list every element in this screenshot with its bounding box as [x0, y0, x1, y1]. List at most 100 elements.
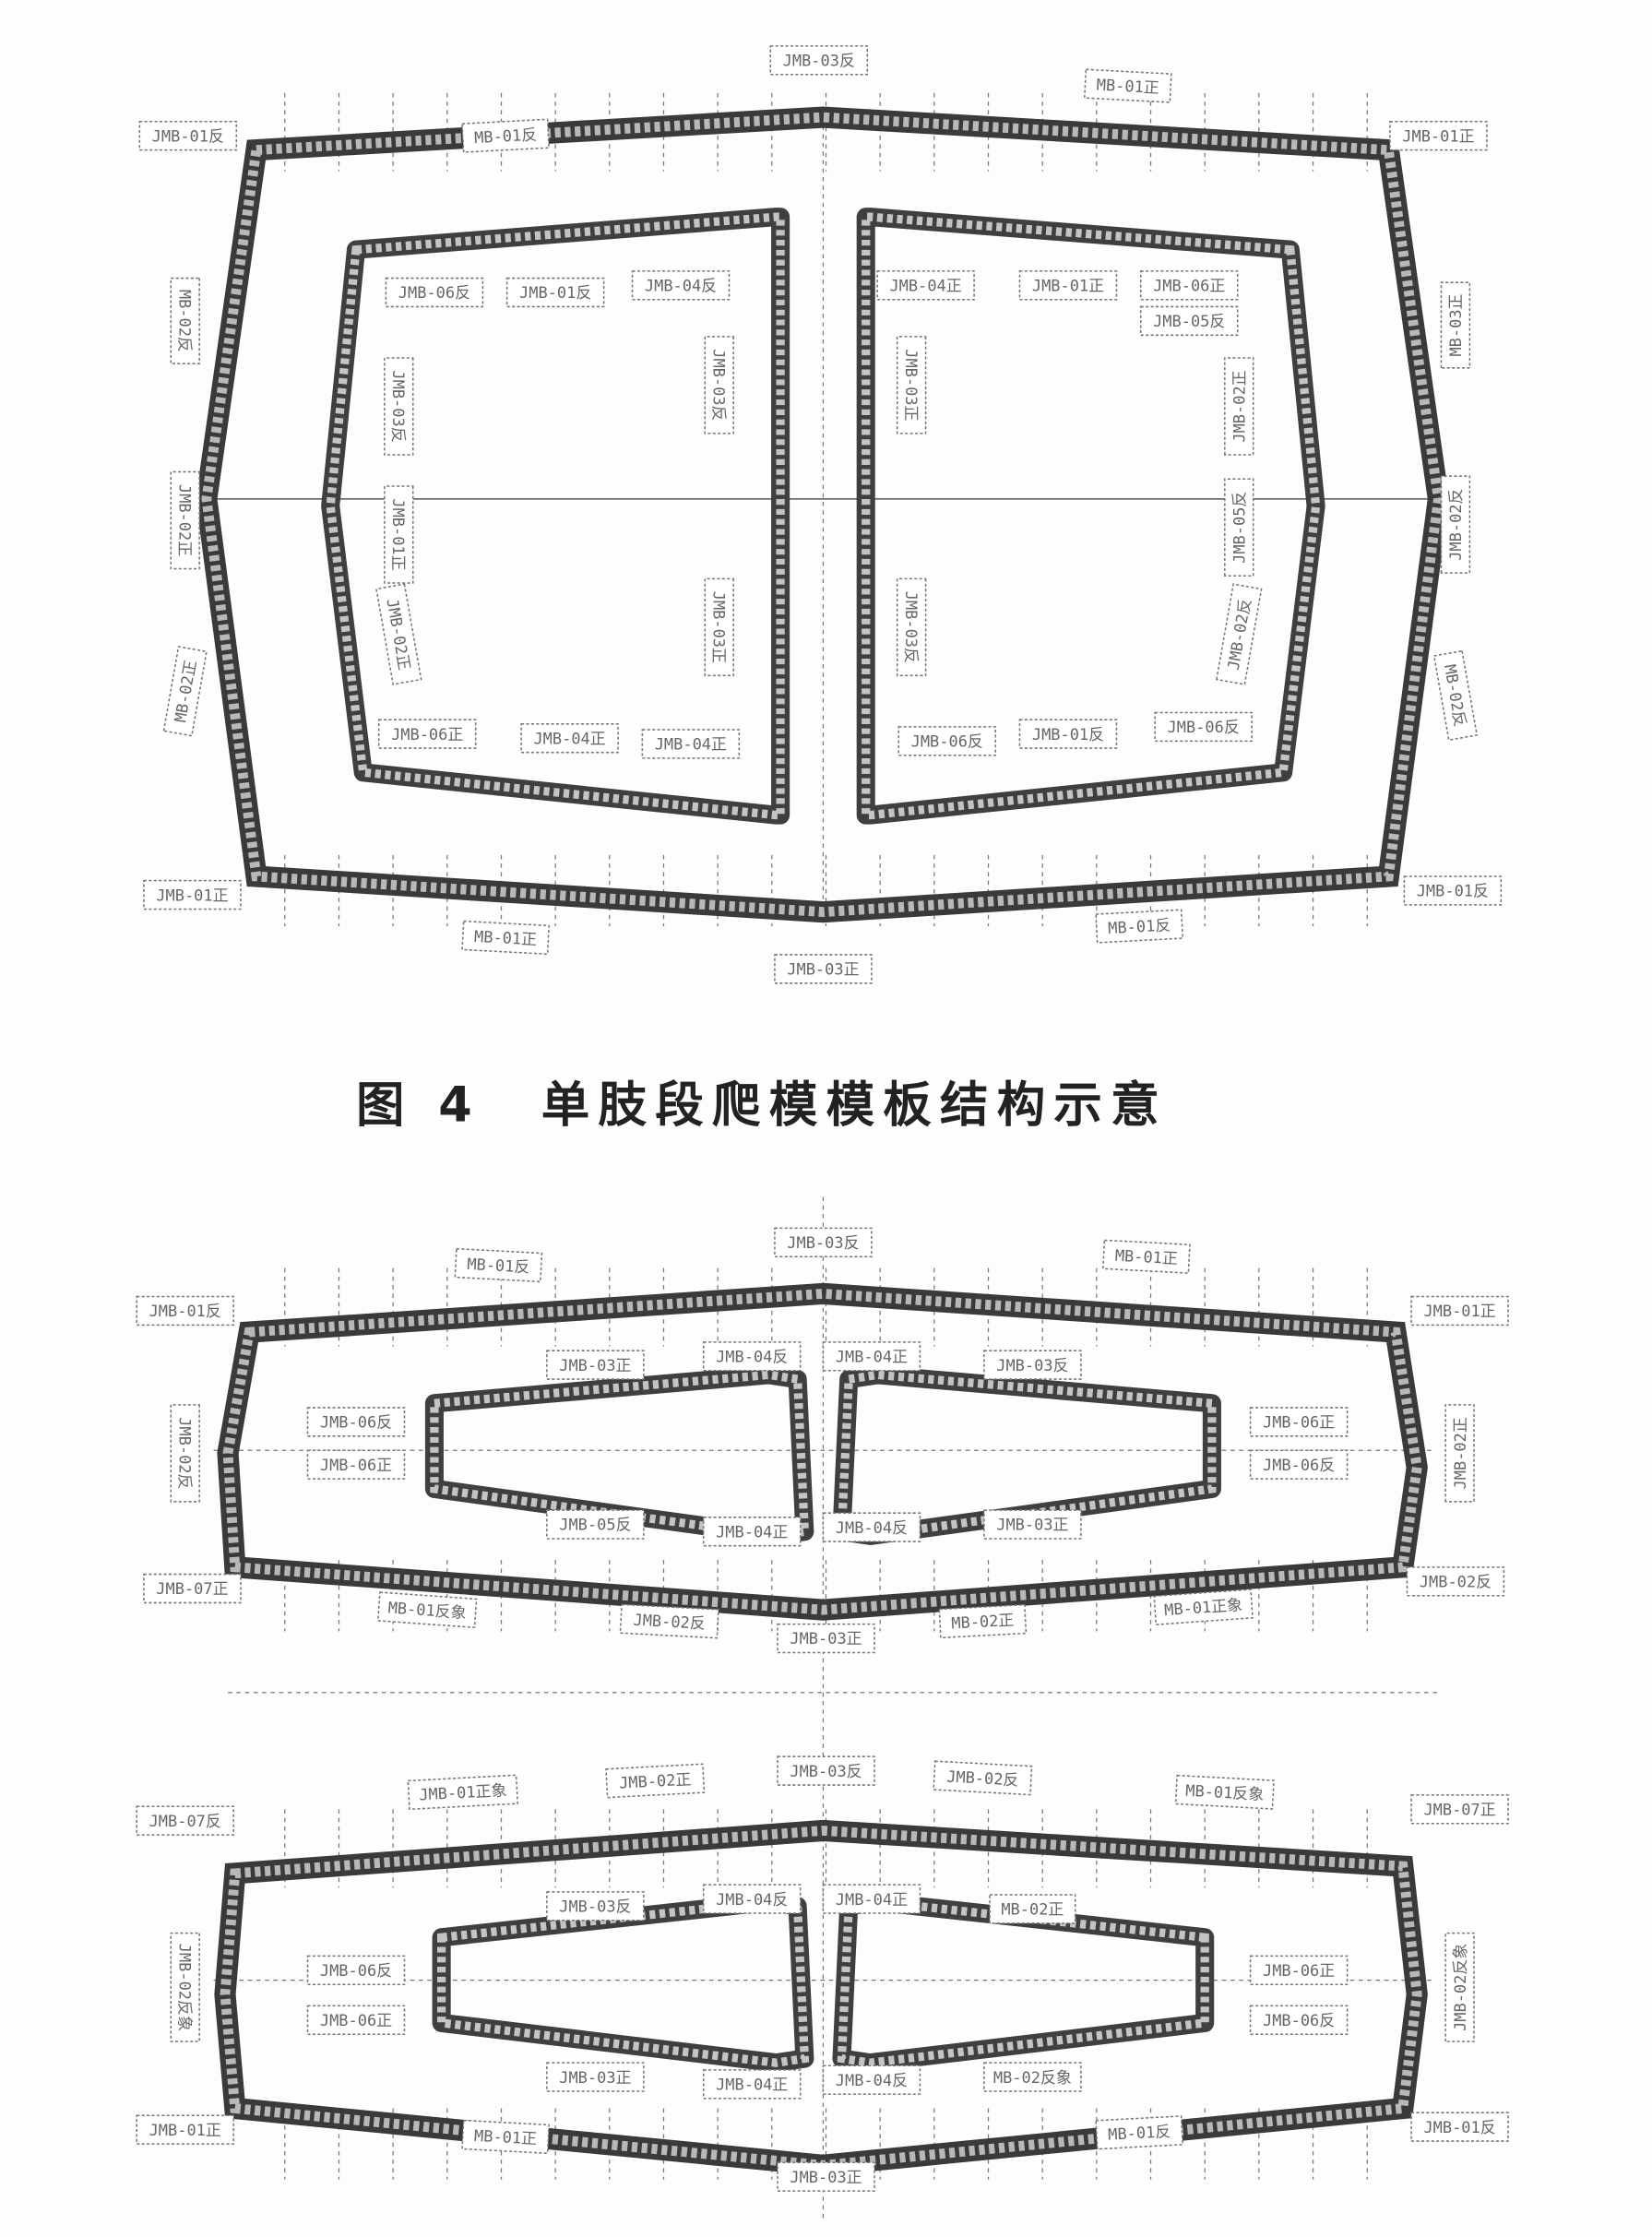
- panel-label-text: JMB-01正: [1032, 277, 1104, 295]
- panel-label-box: [546, 1350, 645, 1380]
- panel-label: JMB-06正: [306, 1449, 406, 1480]
- panel-label-text: JMB-01反: [149, 1303, 221, 1321]
- panel-label-box: [631, 270, 731, 301]
- panel-label: JMB-02反: [619, 1603, 719, 1639]
- panel-label: MB-01反象: [1174, 1774, 1275, 1810]
- panel-label-box: [1216, 583, 1263, 685]
- panel-label: JMB-06反: [306, 1407, 406, 1437]
- panel-label-text: MB-01反象: [1185, 1782, 1265, 1804]
- panel-label: JMB-06反: [897, 726, 997, 756]
- panel-label: JMB-01正象: [407, 1774, 518, 1811]
- panel-label-text: JMB-05反: [1230, 492, 1249, 564]
- panel-label: JMB-01反: [138, 120, 238, 151]
- panel-label-box: [170, 1932, 200, 2042]
- panel-label: JMB-03反: [774, 1227, 873, 1258]
- panel-label-box: [384, 485, 414, 584]
- panel-label: JMB-03正: [777, 2161, 875, 2192]
- panel-label-text: MB-01正: [1096, 77, 1159, 99]
- panel-label-box: [136, 2114, 234, 2145]
- panel-label-box: [1018, 719, 1118, 749]
- panel-label: JMB-02正: [170, 470, 200, 570]
- panel-label-box: [704, 577, 734, 677]
- panel-label: JMB-01反: [136, 1295, 234, 1327]
- panel-label-text: JMB-02反: [175, 1417, 194, 1489]
- panel-label-text: JMB-06反: [911, 733, 983, 752]
- panel-label: MB-01正: [461, 2119, 550, 2155]
- panel-label-text: JMB-06正: [1263, 1962, 1335, 1981]
- panel-label-box: [702, 2069, 802, 2100]
- panel-label-text: JMB-03反: [559, 1898, 631, 1916]
- panel-label: JMB-04反: [702, 1884, 802, 1914]
- panel-label-box: [1444, 1404, 1475, 1503]
- panel-label-text: JMB-02反象: [175, 1944, 194, 2031]
- panel-label-text: JMB-03正: [709, 591, 728, 663]
- panel-label-box: [505, 277, 605, 308]
- panel-label-box: [1410, 1295, 1509, 1327]
- panel-label-box: [1432, 649, 1479, 742]
- panel-label: JMB-06反: [1154, 711, 1253, 743]
- panel-label-text: MB-02反: [175, 290, 194, 352]
- panel-label: JMB-05反: [546, 1509, 645, 1540]
- panel-label: JMB-03反: [777, 1755, 875, 1786]
- panel-label-box: [1139, 305, 1239, 337]
- panel-label-text: MB-01正: [1114, 1247, 1178, 1269]
- panel-label-box: [989, 1894, 1076, 1924]
- panel-label: JMB-06正: [1249, 1407, 1349, 1437]
- panel-label-text: JMB-01正: [388, 498, 407, 570]
- panel-label-box: [822, 1512, 921, 1542]
- panel-label-box: [933, 1760, 1033, 1796]
- panel-label-text: JMB-03反: [790, 1763, 862, 1781]
- panel-label-box: [1174, 1774, 1275, 1810]
- panel-label: MB-03正: [1440, 281, 1471, 369]
- panel-label-text: JMB-01反: [519, 284, 591, 303]
- panel-label-box: [619, 1603, 719, 1639]
- panel-label-text: JMB-03正: [559, 1357, 631, 1375]
- panel-label: JMB-02正: [1444, 1404, 1475, 1503]
- panel-label-text: JMB-03反: [901, 591, 920, 663]
- panel-label: JMB-01反: [1403, 875, 1503, 906]
- panel-label: JMB-02反: [170, 1404, 200, 1503]
- panel-label-text: JMB-03反: [996, 1357, 1068, 1375]
- panel-label-box: [605, 1763, 706, 1799]
- panel-label-text: JMB-04反: [716, 1891, 788, 1910]
- panel-label: JMB-03正: [896, 336, 927, 434]
- panel-label-box: [1224, 478, 1254, 577]
- panel-label-box: [983, 1509, 1082, 1540]
- panel-label-text: JMB-06正: [320, 1457, 392, 1475]
- panel-label-box: [822, 2064, 921, 2095]
- panel-label-text: JMB-03反: [709, 349, 728, 421]
- panel-label-box: [546, 1891, 645, 1922]
- panel-label: MB-01正象: [1153, 1589, 1254, 1625]
- panel-label-box: [896, 577, 927, 677]
- panel-label: JMB-03正: [774, 954, 873, 984]
- panel-label-box: [702, 1517, 802, 1547]
- panel-label-box: [520, 723, 619, 754]
- panel-label: JMB-07正: [1410, 1794, 1509, 1825]
- panel-label: JMB-04正: [520, 723, 619, 754]
- panel-label: JMB-01反: [1018, 719, 1118, 749]
- panel-label-text: JMB-03正: [787, 961, 859, 980]
- panel-label-text: JMB-06反: [1168, 719, 1240, 737]
- panel-label-box: [1249, 1449, 1349, 1480]
- panel-label: MB-01正: [461, 920, 550, 956]
- panel-label-box: [170, 470, 200, 570]
- panel-label-box: [385, 277, 484, 308]
- panel-label-text: JMB-02反: [1447, 489, 1466, 561]
- panel-label-box: [546, 1509, 645, 1540]
- panel-label-box: [138, 120, 238, 151]
- panel-label-text: JMB-02正: [175, 484, 194, 556]
- panel-label-text: JMB-04正: [836, 1349, 908, 1367]
- panel-label: MB-01反: [461, 118, 550, 153]
- panel-label-box: [1410, 1794, 1509, 1825]
- panel-label: JMB-04正: [641, 729, 741, 759]
- panel-label-box: [702, 1884, 802, 1914]
- panel-label-text: JMB-03正: [901, 349, 920, 421]
- panel-label: MB-02反象: [983, 2062, 1082, 2092]
- panel-label-box: [1095, 909, 1184, 944]
- panel-label: JMB-03反: [546, 1891, 645, 1922]
- panel-label-box: [983, 1350, 1082, 1380]
- panel-label-text: JMB-03反: [388, 370, 407, 442]
- panel-label: JMB-01正: [1389, 120, 1488, 151]
- panel-label-text: JMB-03正: [790, 2169, 862, 2187]
- panel-label-text: JMB-01正: [1423, 1303, 1495, 1321]
